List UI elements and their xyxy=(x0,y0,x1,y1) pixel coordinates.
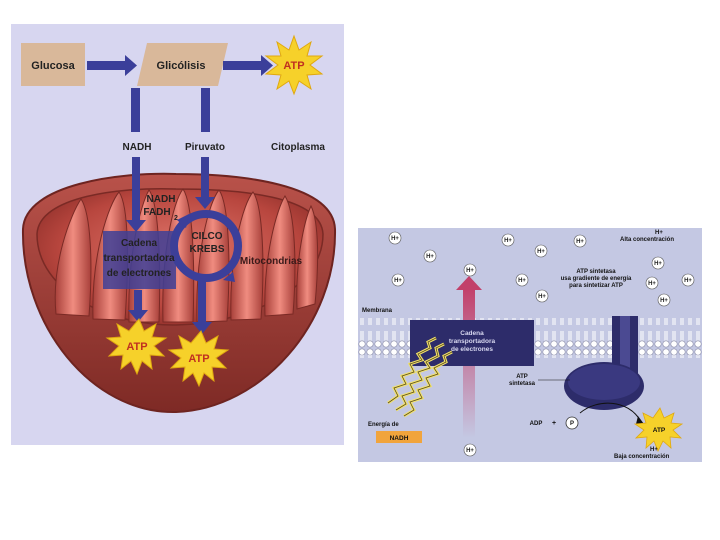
svg-text:H+: H+ xyxy=(684,278,692,284)
glucosa-label: Glucosa xyxy=(31,60,75,72)
piruvato-label: Piruvato xyxy=(185,142,225,153)
atp-star: ATP xyxy=(633,407,684,452)
cadena-line1: Cadena xyxy=(460,330,484,337)
membrana-label: Membrana xyxy=(362,308,393,314)
proton-ion: H+ xyxy=(657,293,671,307)
proton-ion-bottom: H+ xyxy=(463,443,477,457)
baja-h-label: H+ xyxy=(650,447,658,453)
svg-text:H+: H+ xyxy=(654,261,662,267)
nadh-label: NADH xyxy=(123,142,152,153)
mitochondrion xyxy=(21,172,337,414)
svg-text:H+: H+ xyxy=(576,239,584,245)
glycolysis-mitochondria-diagram: Glucosa Glicólisis ATP NADH Piruvato Cit… xyxy=(11,24,344,445)
arrow-to-piruvato xyxy=(201,88,210,132)
alta-h-label: H+ xyxy=(655,230,663,236)
proton-ion: H+ xyxy=(573,234,587,248)
left-diagram-canvas: Glucosa Glicólisis ATP NADH Piruvato Cit… xyxy=(21,34,337,414)
cadena-line3: de electrones xyxy=(451,346,493,353)
svg-text:H+: H+ xyxy=(426,254,434,260)
proton-ion: H+ xyxy=(645,276,659,290)
proton-ion: H+ xyxy=(515,273,529,287)
arrow-krebs-to-atp xyxy=(192,280,212,334)
atp-top-label: ATP xyxy=(283,60,304,72)
atp-bottom-left-label: ATP xyxy=(126,341,147,353)
phosphate-circle xyxy=(565,416,579,430)
proton-ion: H+ xyxy=(534,244,548,258)
ciclo-line2: KREBS xyxy=(189,244,224,255)
cadena-line1: Cadena xyxy=(121,238,158,249)
atp-star-bottom-left: ATP xyxy=(105,318,168,376)
glucosa-box xyxy=(21,43,85,86)
mitocondrias-label: Mitocondrias xyxy=(240,256,303,267)
arrow-to-nadh xyxy=(131,88,140,132)
plus-label: + xyxy=(552,420,556,427)
proton-ions-top: H+ H+ H+ H+ H+ H+ H+ H+ H+ H+ H+ H+ H+ xyxy=(388,231,695,307)
svg-text:H+: H+ xyxy=(648,281,656,287)
svg-text:H+: H+ xyxy=(394,278,402,284)
energia-line1: Energía de xyxy=(368,422,399,428)
ciclo-line1: CILCO xyxy=(191,231,222,242)
atp-sintetasa-line1: ATP xyxy=(516,374,528,380)
atp-bottom-right-label: ATP xyxy=(188,353,209,365)
svg-text:H+: H+ xyxy=(466,448,474,454)
arrow-nadh-to-cadena xyxy=(126,157,146,232)
right-diagram-canvas: H+ H+ H+ H+ H+ H+ H+ H+ H+ H+ H+ H+ H+ H… xyxy=(358,230,702,460)
atp-star-bottom-right: ATP xyxy=(167,330,230,388)
atp-label: ATP xyxy=(653,427,666,434)
baja-concentracion-label: Baja concentración xyxy=(614,454,670,460)
atp-sintetasa-note-line1: ATP sintetasa xyxy=(576,269,616,275)
synthesis-arrow xyxy=(579,402,641,421)
adp-label: ADP xyxy=(530,421,543,427)
fadh-subscript: 2 xyxy=(174,215,178,222)
atp-synthase-complex xyxy=(564,316,644,410)
arrow-glucosa-to-glicolisis xyxy=(87,55,137,76)
proton-ion: H+ xyxy=(535,289,549,303)
svg-text:H+: H+ xyxy=(466,268,474,274)
svg-text:H+: H+ xyxy=(504,238,512,244)
proton-ion: H+ xyxy=(388,231,402,245)
svg-text:H+: H+ xyxy=(660,298,668,304)
cadena-line3: de electrones xyxy=(107,268,172,279)
atp-sintetasa-line2: sintetasa xyxy=(509,381,536,387)
svg-text:H+: H+ xyxy=(538,294,546,300)
atp-synthase-diagram: H+ H+ H+ H+ H+ H+ H+ H+ H+ H+ H+ H+ H+ H… xyxy=(358,228,702,462)
proton-ion: H+ xyxy=(423,249,437,263)
proton-ion: H+ xyxy=(463,263,477,277)
citoplasma-label: Citoplasma xyxy=(271,142,325,153)
glicolisis-box xyxy=(137,43,228,86)
cadena-line2: transportadora xyxy=(449,338,496,345)
alta-concentracion-label: Alta concentración xyxy=(620,237,674,243)
nadh-fadh-line1: NADH xyxy=(147,194,176,205)
cadena-box xyxy=(103,231,176,289)
proton-ion: H+ xyxy=(501,233,515,247)
atp-star-top: ATP xyxy=(264,34,324,96)
energia-line2: NADH xyxy=(390,435,409,442)
proton-ion: H+ xyxy=(681,273,695,287)
arrow-cadena-to-atp xyxy=(128,290,148,322)
proton-ion: H+ xyxy=(391,273,405,287)
atp-sintetasa-note-line3: para sintetizar ATP xyxy=(569,283,623,289)
nadh-badge xyxy=(376,431,422,443)
arrow-piruvato-to-krebs xyxy=(195,157,215,209)
nadh-fadh-line2: FADH xyxy=(143,207,170,218)
svg-text:H+: H+ xyxy=(391,236,399,242)
svg-text:H+: H+ xyxy=(518,278,526,284)
arrow-glicolisis-to-atp xyxy=(223,55,273,76)
glicolisis-label: Glicólisis xyxy=(157,60,206,72)
svg-text:H+: H+ xyxy=(537,249,545,255)
p-label: P xyxy=(570,421,574,427)
proton-ion: H+ xyxy=(651,256,665,270)
atp-sintetasa-note-line2: usa gradiente de energía xyxy=(561,276,632,282)
cadena-line2: transportadora xyxy=(103,253,175,264)
